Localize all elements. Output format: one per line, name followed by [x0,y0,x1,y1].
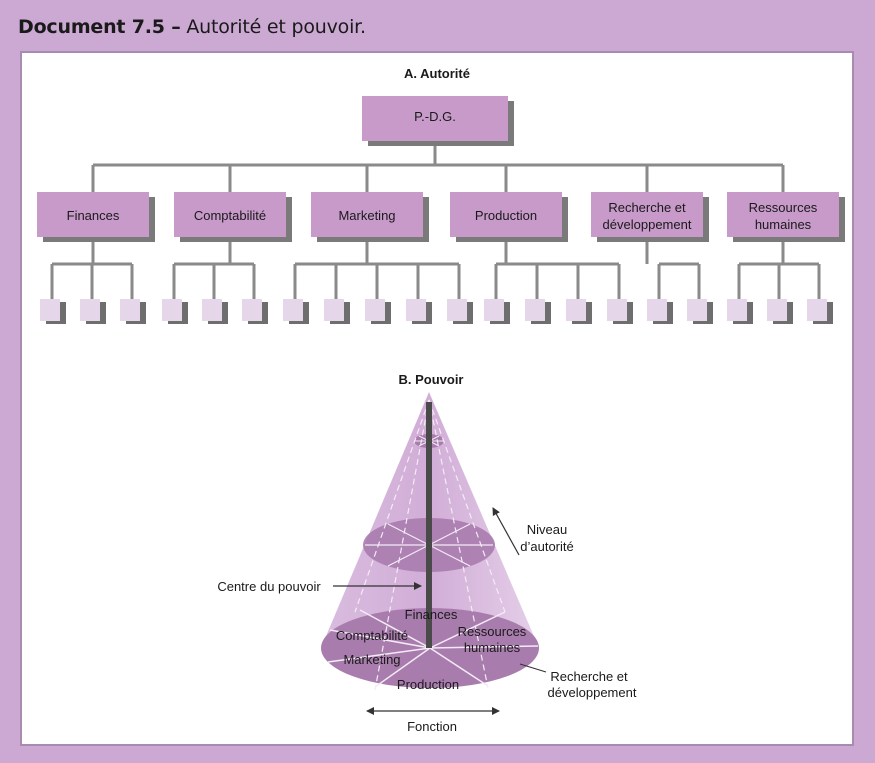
label-niveau-1: Niveau [527,522,567,537]
department-label: Marketing [338,208,395,223]
power-cone [321,392,539,691]
department-box: Comptabilité [174,192,292,242]
department-label-line2: humaines [755,217,812,232]
label-recherche-2: développement [548,685,637,700]
document-label: Document 7.5 – [18,16,181,38]
document-title: Document 7.5 – Autorité et pouvoir. [18,16,366,38]
ceo-label: P.-D.G. [414,109,456,124]
label-centre: Centre du pouvoir [217,579,321,594]
subunit-box [807,299,833,324]
department-label: Comptabilité [194,208,266,223]
label-finances: Finances [405,607,458,622]
label-fonction: Fonction [407,719,457,734]
department-label: Production [475,208,537,223]
department-label-line2: développement [603,217,692,232]
department-box: Ressources humaines [727,192,845,242]
subunit-box [447,299,473,324]
subunit-box [406,299,432,324]
department-box: Finances [37,192,155,242]
subunit-box [202,299,228,324]
autorite-title: A. Autorité [404,66,470,81]
department-box: Marketing [311,192,429,242]
subunit-box [484,299,510,324]
subunit-box [242,299,268,324]
subunit-box [40,299,66,324]
niveau-arrow [492,507,520,556]
label-ressources-1: Ressources [458,624,527,639]
subunit-box [607,299,633,324]
department-boxes: Finances Comptabilité Marketing Production R… [37,192,845,324]
cone-guides [354,399,506,691]
subunit-box [162,299,188,324]
recherche-leader [519,663,547,673]
subunit-box [525,299,551,324]
label-recherche-1: Recherche et [550,669,628,684]
department-label: Ressources [749,200,818,215]
subunit-box [566,299,592,324]
label-niveau-2: d’autorité [520,539,573,554]
subunit-box [80,299,106,324]
department-label: Finances [67,208,120,223]
label-marketing: Marketing [343,652,400,667]
ceo-box: P.-D.G. [362,96,514,146]
subunit-box [283,299,309,324]
subunit-box [687,299,713,324]
base-partitions [327,609,539,688]
label-production: Production [397,677,459,692]
subunit-box [727,299,753,324]
power-axis [426,402,432,648]
subunit-box [767,299,793,324]
department-box: Production [450,192,568,242]
subunit-box [647,299,673,324]
document-subtitle: Autorité et pouvoir. [186,16,366,38]
label-ressources-2: humaines [464,640,521,655]
subunit-box [120,299,146,324]
subunit-box [324,299,350,324]
label-comptabilite: Comptabilité [336,628,408,643]
department-box: Recherche et développement [591,192,709,242]
pouvoir-title: B. Pouvoir [398,372,463,387]
department-label: Recherche et [608,200,686,215]
subunit-box [365,299,391,324]
